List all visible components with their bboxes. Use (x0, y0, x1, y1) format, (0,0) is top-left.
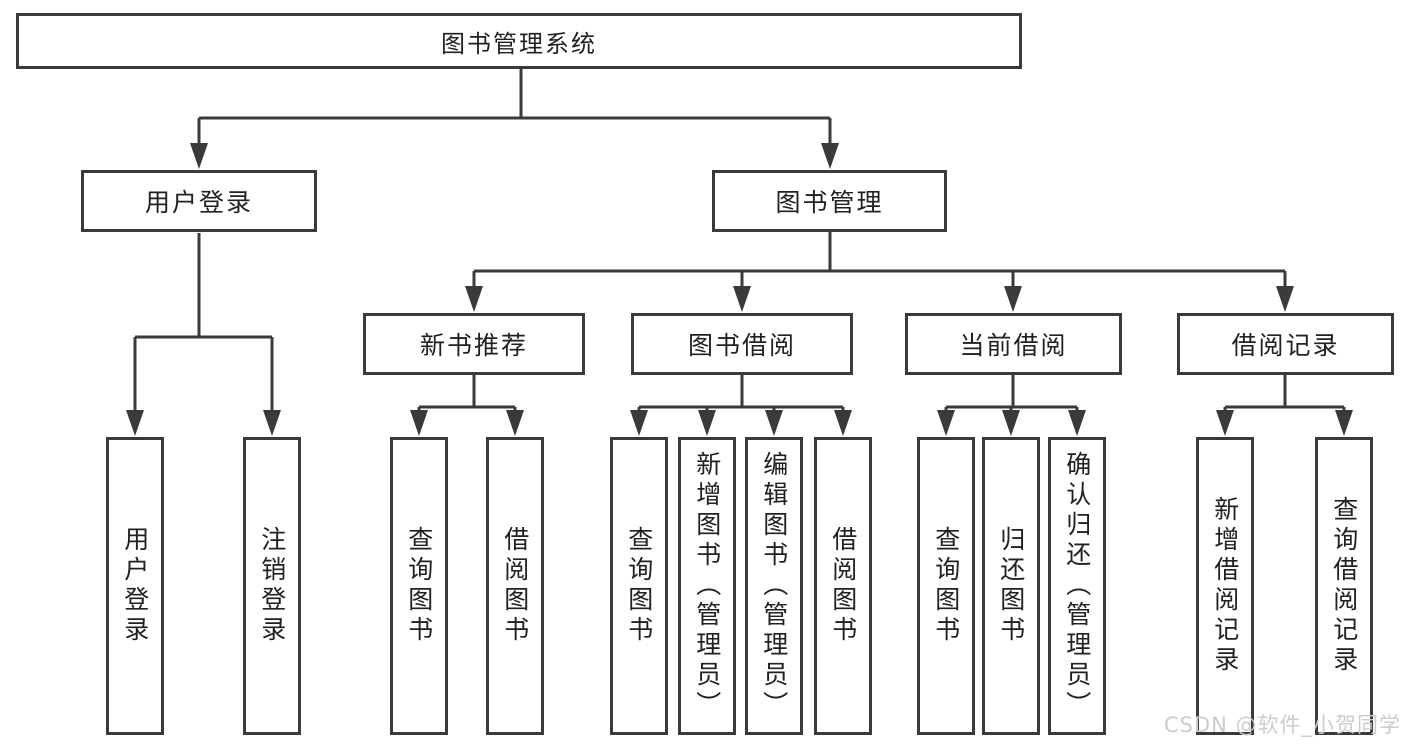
leaf-query-books-current: 查询图书 (917, 437, 975, 735)
node-label: 查询借阅记录 (1329, 496, 1359, 676)
csdn-watermark: CSDN @软件_小贺同学 (1163, 713, 1401, 737)
leaf-borrow-books-recommend: 借阅图书 (486, 437, 544, 735)
node-new-book-recommendation: 新书推荐 (363, 313, 585, 375)
node-library-management-system: 图书管理系统 (16, 13, 1022, 69)
node-label: 注销登录 (257, 526, 287, 646)
leaf-borrow-books-borrow: 借阅图书 (814, 437, 872, 735)
node-label: 编辑图书（管理员） (759, 451, 789, 721)
leaf-return-book: 归还图书 (982, 437, 1040, 735)
leaf-add-book-admin: 新增图书（管理员） (678, 437, 736, 735)
node-borrowing-records: 借阅记录 (1177, 313, 1394, 375)
node-label: 用户登录 (144, 188, 253, 217)
node-label: 新增图书（管理员） (692, 451, 722, 721)
node-label: 查询图书 (931, 526, 961, 646)
node-label: 借阅图书 (500, 526, 530, 646)
node-label: 用户登录 (120, 526, 150, 646)
node-book-borrowing: 图书借阅 (631, 313, 853, 375)
leaf-logout: 注销登录 (243, 437, 301, 735)
node-label: 借阅图书 (828, 526, 858, 646)
node-label: 确认归还（管理员） (1062, 451, 1092, 721)
node-label: 当前借阅 (959, 331, 1068, 360)
node-label: 图书管理系统 (441, 29, 597, 58)
node-label: 归还图书 (996, 526, 1026, 646)
leaf-query-books-recommend: 查询图书 (390, 437, 448, 735)
node-label: 图书管理 (775, 188, 884, 217)
node-label: 查询图书 (624, 526, 654, 646)
node-user-login: 用户登录 (81, 170, 317, 232)
leaf-add-borrow-record: 新增借阅记录 (1196, 437, 1254, 735)
leaf-confirm-return-admin: 确认归还（管理员） (1048, 437, 1106, 735)
node-label: 查询图书 (404, 526, 434, 646)
leaf-query-borrow-record: 查询借阅记录 (1315, 437, 1373, 735)
leaf-user-login: 用户登录 (106, 437, 164, 735)
leaf-query-books-borrow: 查询图书 (610, 437, 668, 735)
node-label: 新书推荐 (419, 331, 528, 360)
node-label: 图书借阅 (687, 331, 796, 360)
node-label: 借阅记录 (1231, 331, 1340, 360)
leaf-edit-book-admin: 编辑图书（管理员） (745, 437, 803, 735)
node-label: 新增借阅记录 (1210, 496, 1240, 676)
node-book-management: 图书管理 (712, 170, 947, 232)
node-current-borrowing: 当前借阅 (905, 313, 1122, 375)
